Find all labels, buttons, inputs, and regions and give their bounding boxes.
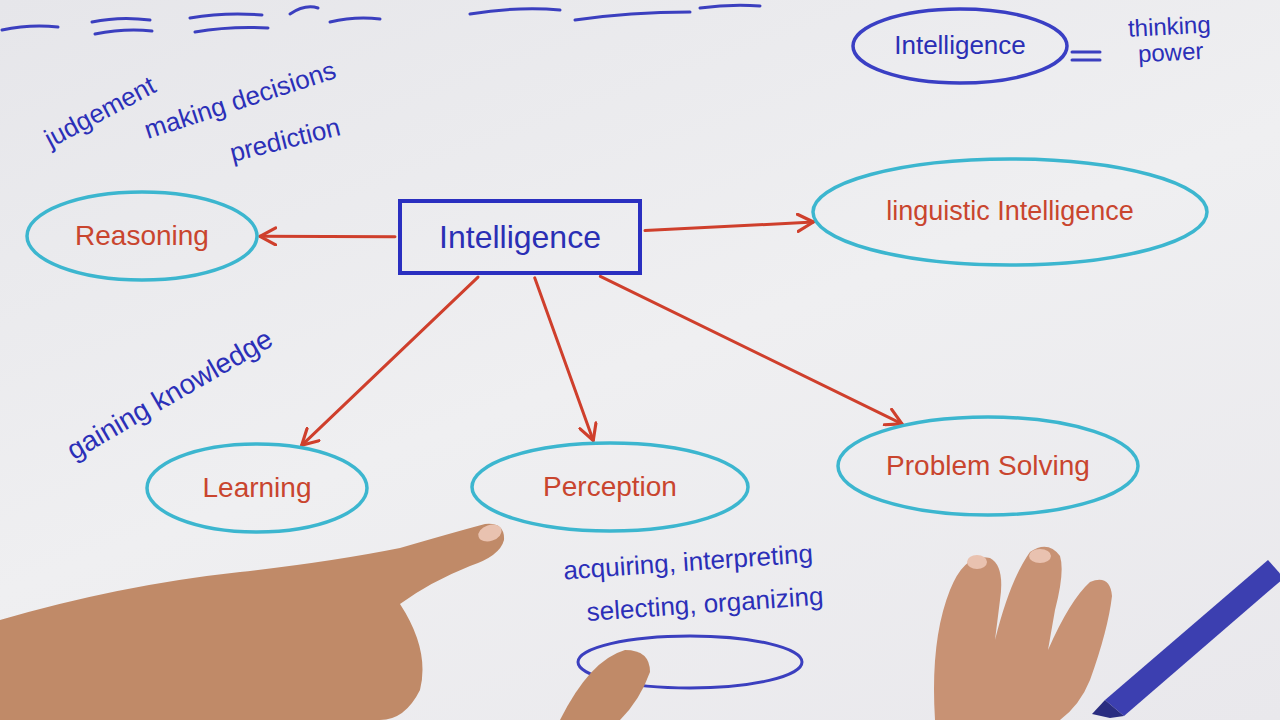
node-text: linguistic Intelligence [886, 196, 1134, 227]
definition-ellipse: Intelligence [850, 6, 1070, 86]
node-text: Perception [543, 471, 677, 503]
concept-ellipse: linguistic Intelligence [810, 156, 1210, 268]
node-text: Reasoning [75, 220, 209, 252]
box-outline [400, 201, 640, 273]
concept-ellipse: Reasoning [24, 189, 260, 283]
node-text: Intelligence [439, 219, 601, 256]
right-hand [934, 547, 1112, 720]
arrow-connector [260, 235, 395, 238]
node-text: Learning [203, 472, 312, 504]
handwritten-note: selecting, organizing [586, 581, 824, 626]
arrow-connector [600, 276, 902, 424]
ellipse-outline [853, 9, 1067, 83]
marker-pen [1092, 560, 1280, 718]
ellipse-outline [472, 443, 748, 531]
concept-ellipse: Problem Solving [835, 414, 1141, 518]
handwritten-note: thinking power [1109, 11, 1232, 70]
arrow-connector [645, 222, 813, 231]
arrow-connector [302, 277, 478, 445]
handwritten-note: prediction [227, 112, 343, 167]
node-text: Intelligence [894, 31, 1026, 61]
arrow-connector [535, 278, 594, 441]
concept-ellipse: Perception [469, 440, 751, 534]
node-text: Problem Solving [886, 450, 1090, 482]
central-box: Intelligence [398, 199, 642, 275]
handwritten-note: judgement [40, 71, 161, 153]
concept-ellipse: Learning [144, 441, 370, 535]
ellipse-outline [27, 192, 257, 280]
ellipse-outline [813, 159, 1207, 265]
ellipse-outline [838, 417, 1138, 515]
equals-sign [1072, 52, 1100, 60]
ellipse-outline [147, 444, 367, 532]
handwritten-note: acquiring, interpreting [562, 539, 813, 585]
cut-off-scribbles [2, 5, 760, 34]
left-hand [0, 522, 650, 720]
